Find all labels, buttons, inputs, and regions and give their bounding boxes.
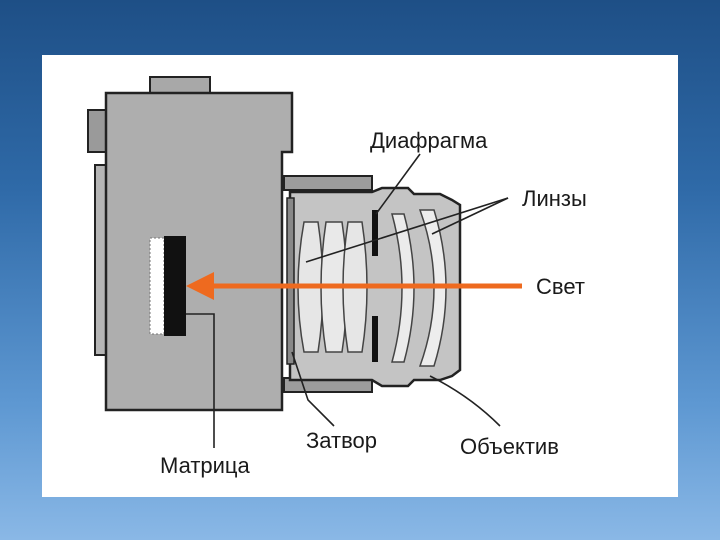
leader-sensor	[186, 313, 215, 448]
leader-diaphragm	[375, 153, 421, 215]
sensor-pins	[149, 237, 165, 335]
diaphragm-blade-top	[372, 210, 378, 256]
label-sensor: Матрица	[160, 453, 251, 478]
sensor	[164, 236, 186, 336]
leader-lenses-1	[305, 197, 509, 263]
leader-shutter	[291, 351, 335, 427]
label-light: Свет	[536, 274, 585, 299]
camera-diagram: Диафрагма Линзы Свет Затвор Объектив Мат…	[87, 76, 587, 478]
label-lenses: Линзы	[522, 186, 587, 211]
slide-panel: Диафрагма Линзы Свет Затвор Объектив Мат…	[42, 55, 678, 497]
light-arrow-head	[186, 272, 214, 300]
camera-body	[104, 91, 294, 412]
leader-objective	[429, 375, 501, 427]
leader-lenses-2	[431, 197, 509, 235]
mount-top	[283, 175, 373, 191]
label-diaphragm: Диафрагма	[370, 128, 488, 153]
diaphragm-blade-bottom	[372, 316, 378, 362]
shutter-plate	[286, 197, 295, 365]
label-objective: Объектив	[460, 434, 559, 459]
lens-element-5	[418, 209, 447, 367]
label-shutter: Затвор	[306, 428, 377, 453]
